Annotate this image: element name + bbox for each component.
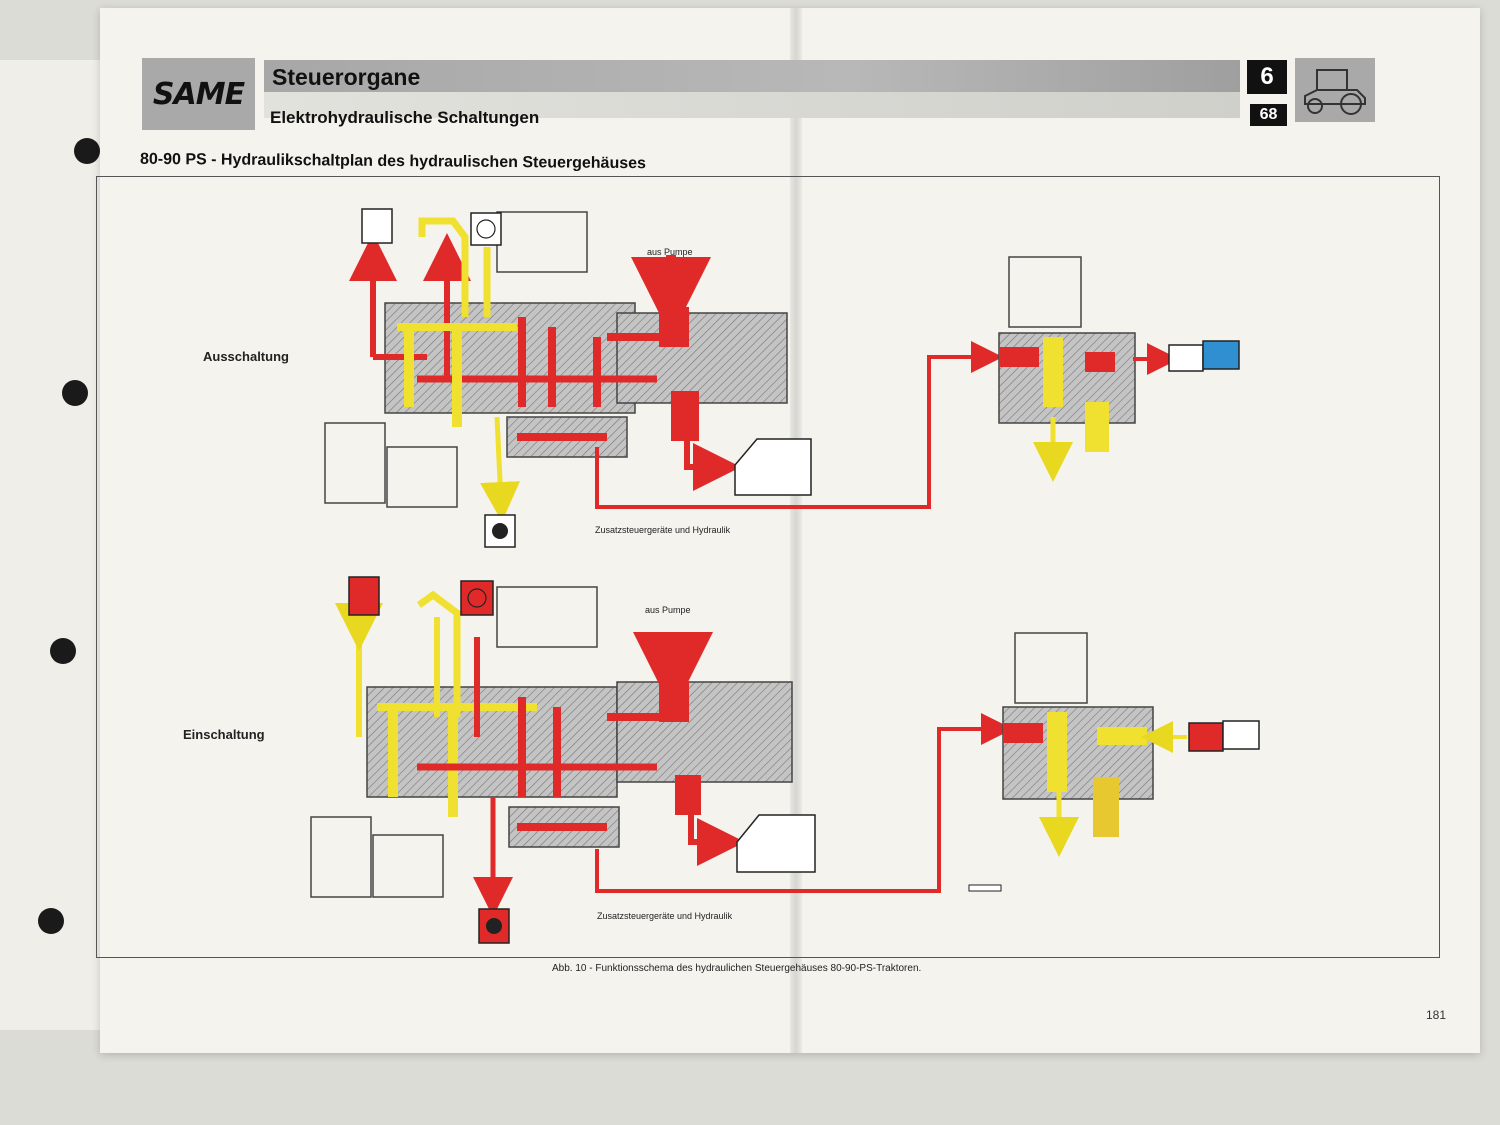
- pto-icon: [460, 580, 494, 616]
- diagram-frame: Ausschaltung aus Pumpe Zusatzsteuergerät…: [96, 176, 1440, 958]
- brand-logo: SAME: [142, 58, 255, 130]
- auxiliary-label-bottom: Zusatzsteuergeräte und Hydraulik: [597, 911, 733, 921]
- four-wheel-drive-icon: [348, 576, 380, 616]
- turtle-icon: [1168, 344, 1204, 372]
- hare-icon: [1202, 340, 1240, 370]
- section-title: 80-90 PS - Hydraulikschaltplan des hydra…: [139, 150, 647, 173]
- top-diagram: [324, 208, 1240, 548]
- back-page: [0, 60, 111, 1030]
- state-label-on: Einschaltung: [183, 727, 265, 742]
- page-code: 68: [1250, 104, 1287, 126]
- hare-icon: [1222, 720, 1260, 750]
- auxiliary-label-top: Zusatzsteuergeräte und Hydraulik: [595, 525, 731, 535]
- hydraulic-schematic: [310, 208, 1260, 944]
- pump-label-top: aus Pumpe: [647, 247, 693, 257]
- binder-hole: [74, 138, 100, 164]
- chapter-number: 6: [1247, 60, 1287, 94]
- pump-label-bottom: aus Pumpe: [645, 605, 691, 615]
- tractor-icon: [1295, 58, 1375, 122]
- title-bar: [264, 60, 1240, 92]
- page-title: Steuerorgane: [272, 64, 421, 90]
- bottom-diagram: [310, 576, 1260, 944]
- binder-hole: [62, 380, 88, 406]
- pto-icon: [470, 212, 502, 246]
- title-bar-lower: [264, 92, 1240, 118]
- four-wheel-drive-icon: [361, 208, 393, 244]
- page-number: 181: [1426, 1008, 1447, 1022]
- page-fold: [790, 8, 802, 1053]
- page-subtitle: Elektrohydraulische Schaltungen: [270, 108, 540, 127]
- logo-text: SAME: [152, 76, 245, 112]
- figure-caption: Abb. 10 - Funktionsschema des hydraulich…: [552, 963, 922, 974]
- manual-page: SAME Steuerorgane Elektrohydraulische Sc…: [96, 8, 1480, 1053]
- turtle-icon: [1188, 722, 1224, 752]
- binder-hole: [38, 908, 64, 934]
- state-label-off: Ausschaltung: [203, 349, 289, 364]
- binder-hole: [50, 638, 76, 664]
